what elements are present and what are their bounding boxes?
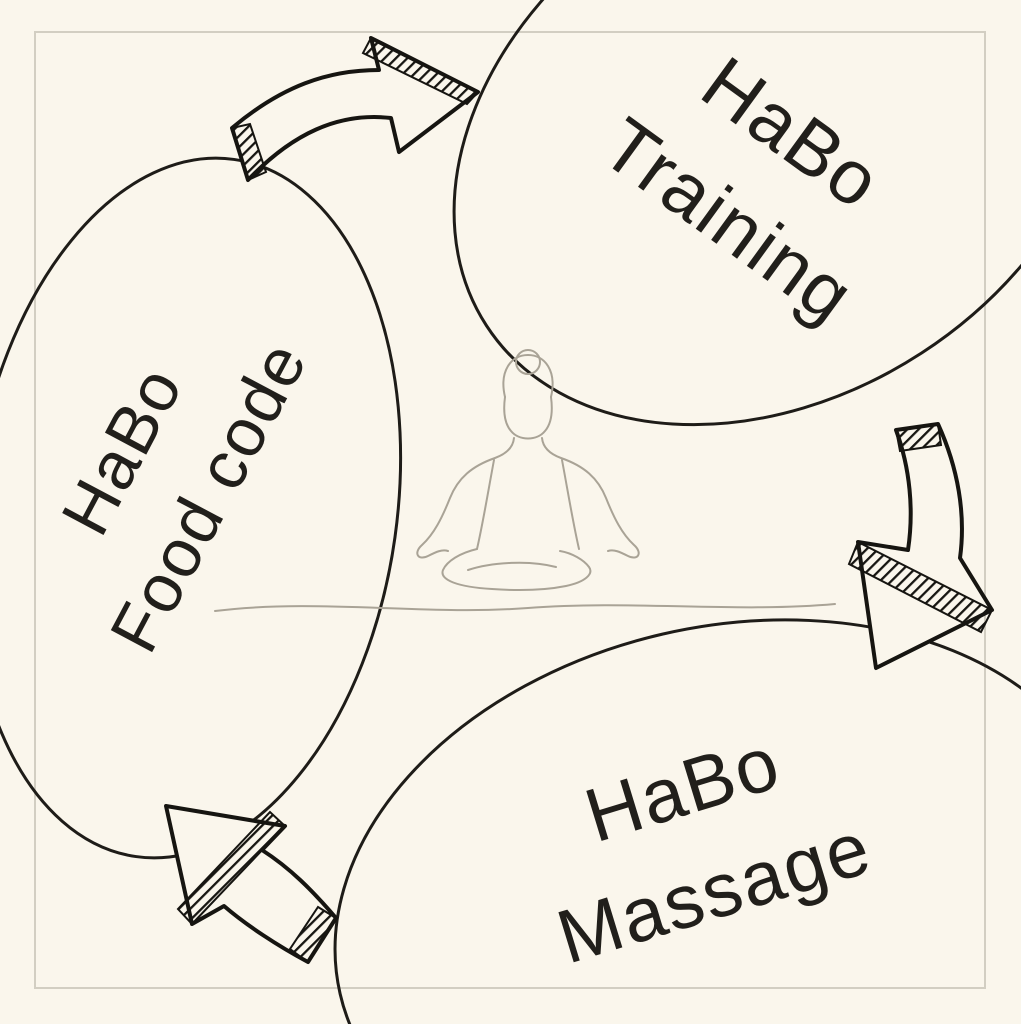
cycle-arrow-top bbox=[230, 36, 480, 182]
cycle-arrow-top-body bbox=[230, 36, 480, 182]
node-training-ellipse bbox=[452, 0, 1021, 427]
meditating-person-icon bbox=[214, 349, 836, 612]
figure-left-torso bbox=[476, 459, 495, 550]
cycle-arrow-bottom-left-tail-hatch bbox=[288, 905, 338, 964]
cycle-arrow-right-tail-hatch bbox=[894, 422, 943, 453]
cycle-arrow-top-tail-hatch bbox=[230, 122, 268, 182]
cycle-arrow-top-head-hatch bbox=[361, 36, 480, 106]
node-food-code: HaBo Food code bbox=[0, 156, 403, 860]
cycle-arrow-right-body bbox=[856, 422, 994, 670]
cycle-arrow-right bbox=[847, 422, 994, 670]
figure-crossed-legs bbox=[441, 548, 592, 591]
node-massage-ellipse bbox=[333, 618, 1021, 1024]
cycle-arrow-bottom-left-head-hatch bbox=[176, 810, 287, 926]
figure-hair-bun bbox=[515, 349, 541, 375]
figure-left-arm bbox=[416, 437, 515, 559]
figure-face bbox=[503, 396, 553, 440]
figure-right-torso bbox=[561, 459, 580, 550]
figure-hair bbox=[502, 354, 554, 398]
node-food-code-ellipse bbox=[0, 156, 403, 860]
figure-right-arm bbox=[541, 437, 640, 559]
figure-ground-line bbox=[214, 603, 836, 612]
cycle-arrow-bottom-left-body bbox=[164, 804, 338, 964]
inner-border bbox=[34, 31, 986, 989]
cycle-arrow-bottom-left bbox=[164, 804, 338, 964]
figure-leg-fold-line bbox=[467, 561, 557, 571]
cycle-arrow-right-head-hatch bbox=[847, 540, 994, 634]
